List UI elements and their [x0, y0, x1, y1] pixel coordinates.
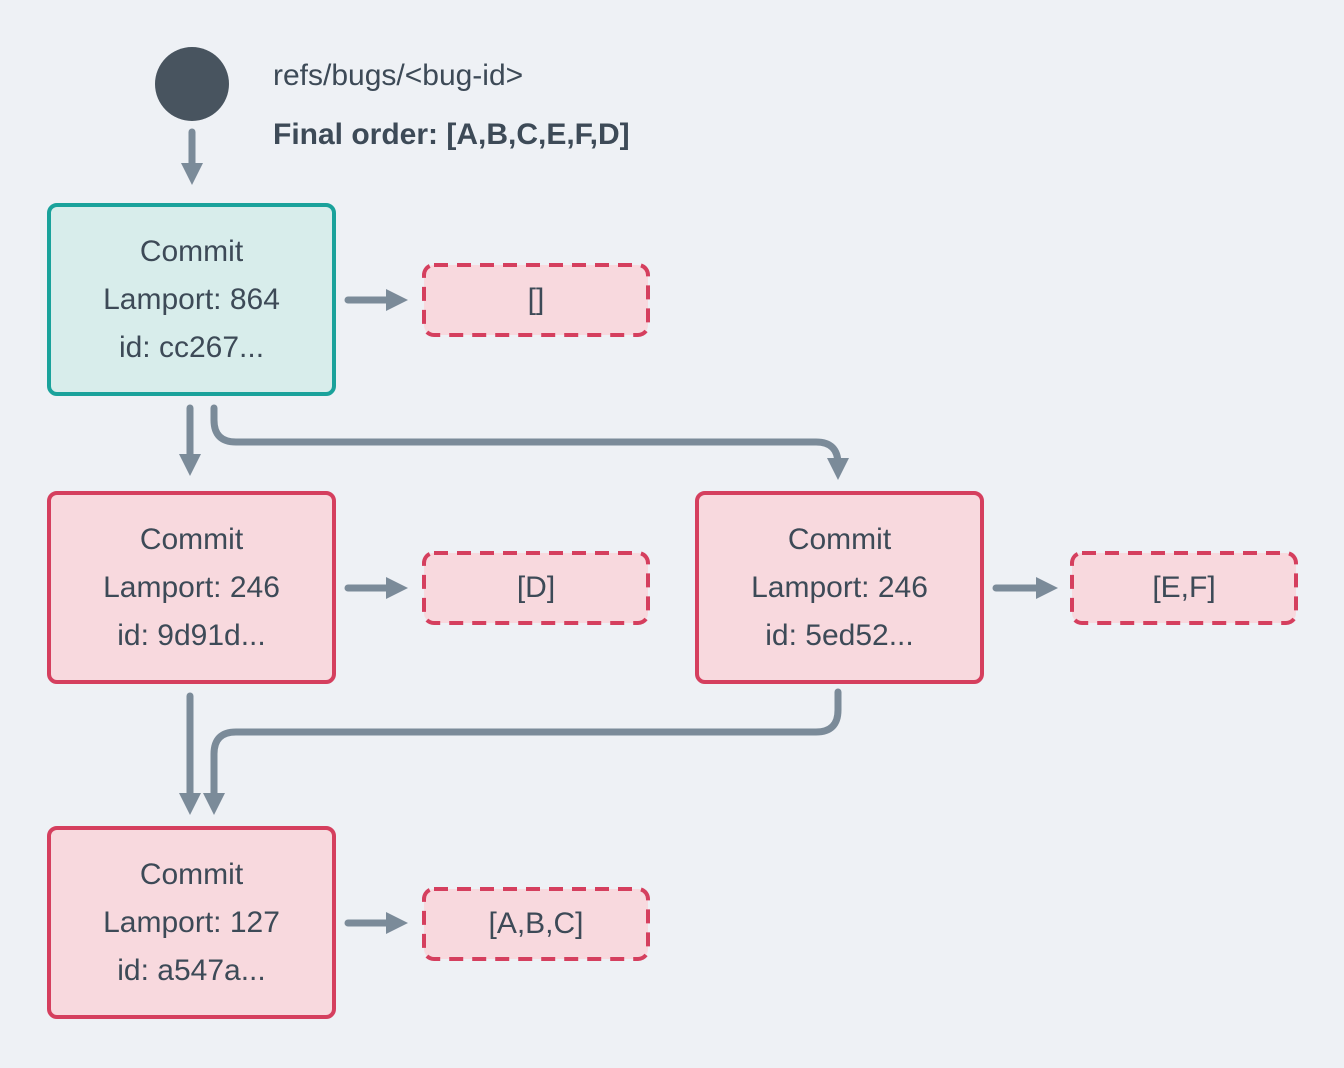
- final-order-label: Final order: [A,B,C,E,F,D]: [273, 118, 630, 151]
- commit-node-root: Commit Lamport: 864 id: cc267...: [47, 203, 336, 396]
- operations-box-right: [E,F]: [1152, 571, 1216, 604]
- edge-root-to-right-child: [210, 404, 849, 480]
- commit-node-merge: Commit Lamport: 127 id: a547a...: [47, 826, 336, 1019]
- operations-box-outline-right: [1070, 551, 1298, 625]
- operations-box-outline-bottom: [422, 887, 650, 961]
- commit-id: id: a547a...: [117, 953, 266, 987]
- operations-box-left: [D]: [516, 571, 556, 604]
- commit-id: id: cc267...: [118, 330, 265, 364]
- commit-node-right: Commit Lamport: 246 id: 5ed52...: [695, 491, 984, 684]
- commit-lamport: Lamport: 864: [103, 282, 280, 316]
- operations-box-outline-left: [422, 551, 650, 625]
- commit-title: Commit: [787, 522, 892, 556]
- commit-title: Commit: [139, 234, 244, 268]
- commit-id: id: 9d91d...: [117, 618, 266, 652]
- operations-box-root: []: [527, 283, 545, 316]
- commit-lamport: Lamport: 246: [103, 570, 280, 604]
- ref-label: refs/bugs/<bug-id>: [273, 59, 524, 92]
- ref-node-circle: [155, 47, 229, 121]
- operations-box-outline-root: [422, 263, 650, 337]
- commit-title: Commit: [139, 857, 244, 891]
- commit-node-left: Commit Lamport: 246 id: 9d91d...: [47, 491, 336, 684]
- operations-box-merge: [A,B,C]: [488, 907, 584, 940]
- commit-lamport: Lamport: 127: [103, 905, 280, 939]
- commit-id: id: 5ed52...: [765, 618, 914, 652]
- edge-right-to-merge: [203, 688, 842, 815]
- commit-title: Commit: [139, 522, 244, 556]
- commit-lamport: Lamport: 246: [751, 570, 928, 604]
